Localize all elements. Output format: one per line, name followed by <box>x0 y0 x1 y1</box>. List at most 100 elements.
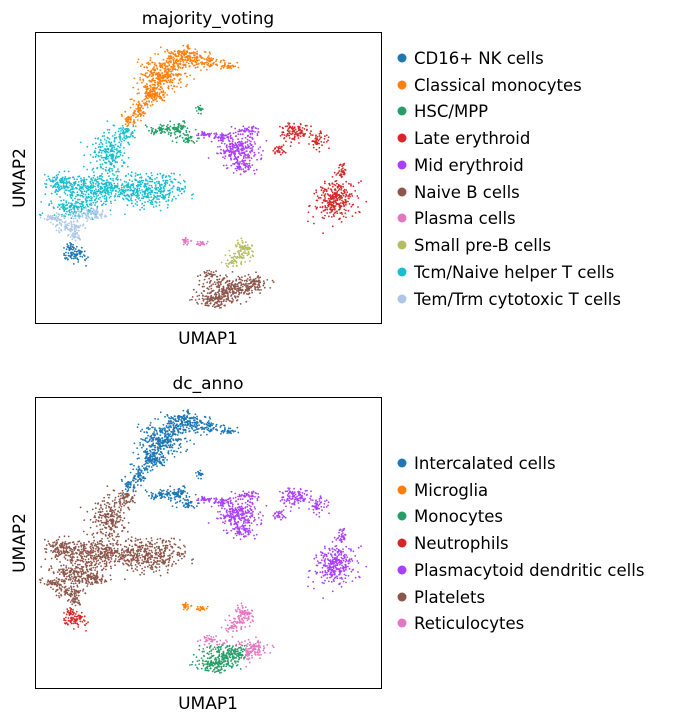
scatter-point <box>124 213 126 216</box>
scatter-point <box>231 64 234 67</box>
scatter-point <box>342 183 344 186</box>
scatter-point <box>208 416 211 418</box>
scatter-point <box>225 264 228 267</box>
scatter-point <box>342 170 345 172</box>
scatter-point <box>169 175 171 178</box>
scatter-point <box>334 188 336 190</box>
scatter-point <box>140 176 143 179</box>
scatter-point <box>93 179 96 182</box>
scatter-point <box>189 52 191 55</box>
scatter-point <box>133 119 136 121</box>
scatter-point <box>192 64 195 67</box>
scatter-point <box>63 221 66 224</box>
scatter-point <box>307 220 309 223</box>
scatter-point <box>243 148 246 150</box>
scatter-point <box>123 152 126 155</box>
scatter-point <box>73 178 76 181</box>
scatter-point <box>108 168 111 171</box>
scatter-point <box>141 189 143 191</box>
scatter-point <box>164 457 167 459</box>
scatter-point <box>315 143 318 146</box>
scatter-point <box>177 59 180 62</box>
scatter-point <box>155 64 157 67</box>
scatter-point <box>247 287 250 290</box>
scatter-point <box>321 144 323 147</box>
scatter-point <box>204 61 206 64</box>
scatter-point <box>158 62 161 65</box>
scatter-point <box>197 132 200 135</box>
scatter-point <box>142 443 145 446</box>
scatter-point <box>219 307 221 309</box>
scatter-point <box>158 201 161 203</box>
scatter-point <box>95 188 97 191</box>
legend-marker <box>397 240 407 250</box>
scatter-point <box>200 69 202 71</box>
scatter-point <box>225 149 228 152</box>
scatter-point <box>134 175 137 177</box>
scatter-point <box>230 65 233 67</box>
scatter-point <box>134 125 137 128</box>
scatter-point <box>176 428 179 430</box>
scatter-point <box>201 240 204 243</box>
scatter-point <box>159 192 162 195</box>
scatter-point <box>94 178 97 180</box>
scatter-point <box>154 93 157 95</box>
scatter-point <box>154 87 157 89</box>
scatter-point <box>70 225 73 228</box>
scatter-point <box>343 162 346 165</box>
scatter-point <box>178 135 181 138</box>
scatter-point <box>168 429 171 431</box>
scatter-point <box>241 283 243 286</box>
scatter-point <box>168 64 171 66</box>
scatter-point <box>148 199 151 202</box>
scatter-point <box>237 287 240 290</box>
scatter-point <box>175 439 178 441</box>
scatter-point <box>328 215 330 218</box>
scatter-point <box>69 242 71 244</box>
scatter-point <box>65 200 68 202</box>
scatter-point <box>156 100 158 103</box>
scatter-point <box>82 188 84 190</box>
scatter-point <box>340 191 343 194</box>
scatter-point <box>127 124 129 127</box>
scatter-point <box>275 146 278 148</box>
scatter-point <box>287 127 290 130</box>
scatter-point <box>65 201 68 204</box>
scatter-point <box>95 142 97 145</box>
scatter-point <box>72 220 75 223</box>
scatter-point <box>240 291 243 294</box>
scatter-point <box>191 421 194 424</box>
scatter-point <box>295 133 298 135</box>
scatter-point <box>144 84 147 87</box>
scatter-point <box>96 210 99 213</box>
scatter-point <box>146 106 149 109</box>
scatter-point <box>105 166 108 169</box>
scatter-point <box>331 191 334 194</box>
scatter-point <box>184 185 187 188</box>
scatter-point <box>148 184 151 187</box>
scatter-point <box>220 280 223 283</box>
scatter-point <box>206 287 209 289</box>
scatter-point <box>64 257 67 260</box>
scatter-point <box>74 257 77 259</box>
scatter-point <box>159 80 162 83</box>
scatter-point <box>92 156 94 159</box>
scatter-point <box>156 465 158 468</box>
scatter-point <box>59 222 61 225</box>
scatter-point <box>152 206 155 208</box>
scatter-point <box>51 214 54 217</box>
scatter-point <box>179 130 182 133</box>
scatter-point <box>203 66 205 68</box>
scatter-point <box>243 127 246 130</box>
scatter-point <box>247 155 249 158</box>
scatter-point <box>239 148 242 151</box>
scatter-point <box>156 176 158 179</box>
scatter-point <box>308 205 310 208</box>
scatter-point <box>150 203 153 205</box>
scatter-point <box>287 122 289 124</box>
scatter-point <box>225 281 228 283</box>
scatter-point <box>242 246 245 248</box>
scatter-point <box>106 128 109 131</box>
legend-marker <box>397 133 407 143</box>
scatter-point <box>232 299 235 301</box>
